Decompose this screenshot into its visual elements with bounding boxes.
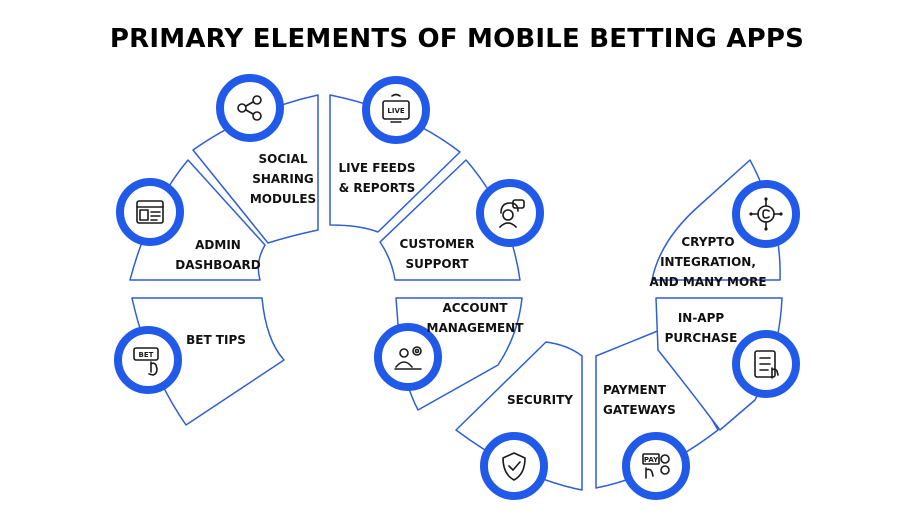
label-payment-line-1: PAYMENT bbox=[603, 383, 666, 397]
label-security: SECURITY bbox=[502, 390, 578, 410]
icon-circles bbox=[114, 74, 800, 500]
label-crypto-line-3: AND MANY MORE bbox=[649, 275, 767, 289]
label-live-line-2: & REPORTS bbox=[338, 181, 416, 195]
ring-live bbox=[362, 76, 430, 144]
bet-icon-label: BET bbox=[139, 351, 154, 359]
label-account-line-1: ACCOUNT bbox=[442, 301, 508, 315]
label-inapp: IN-APP PURCHASE bbox=[656, 308, 746, 348]
label-live: LIVE FEEDS & REPORTS bbox=[332, 158, 422, 198]
crypto-coin-icon bbox=[749, 197, 783, 231]
label-crypto-line-1: CRYPTO bbox=[681, 235, 735, 249]
payment-icon: PAY bbox=[642, 453, 670, 479]
label-support-line-2: SUPPORT bbox=[405, 257, 469, 271]
label-admin-line-2: DASHBOARD bbox=[175, 258, 261, 272]
label-support: CUSTOMER SUPPORT bbox=[392, 234, 482, 274]
label-crypto-line-2: INTEGRATION, bbox=[660, 255, 756, 269]
ring-social bbox=[216, 74, 284, 142]
label-social-line-3: MODULES bbox=[249, 192, 317, 206]
checklist-tap-icon bbox=[754, 350, 779, 379]
label-account: ACCOUNT MANAGEMENT bbox=[420, 298, 530, 338]
dashboard-icon bbox=[136, 200, 164, 224]
ring-account bbox=[374, 323, 442, 391]
label-live-line-1: LIVE FEEDS bbox=[338, 161, 416, 175]
label-payment-line-2: GATEWAYS bbox=[603, 403, 676, 417]
ring-crypto bbox=[732, 180, 800, 248]
bet-tap-icon: BET bbox=[133, 347, 159, 376]
label-social-line-2: SHARING bbox=[252, 172, 314, 186]
pay-icon-label: PAY bbox=[644, 456, 659, 464]
label-bettips: BET TIPS bbox=[176, 330, 256, 350]
label-security-line-1: SECURITY bbox=[507, 393, 573, 407]
label-payment: PAYMENT GATEWAYS bbox=[603, 380, 693, 420]
segment-inapp bbox=[655, 297, 783, 431]
shield-check-icon bbox=[502, 452, 526, 481]
segment-payment bbox=[595, 329, 719, 489]
segment-security bbox=[455, 341, 583, 491]
ring-payment bbox=[622, 432, 690, 500]
label-support-line-1: CUSTOMER bbox=[399, 237, 475, 251]
live-tv-icon: LIVE bbox=[382, 93, 410, 123]
label-bettips-line-1: BET TIPS bbox=[186, 333, 246, 347]
ring-admin bbox=[116, 178, 184, 246]
label-social: SOCIAL SHARING MODULES bbox=[236, 149, 330, 209]
page-title: PRIMARY ELEMENTS OF MOBILE BETTING APPS bbox=[109, 24, 805, 54]
label-crypto: CRYPTO INTEGRATION, AND MANY MORE bbox=[648, 232, 768, 292]
live-icon-label: LIVE bbox=[387, 107, 404, 115]
segments bbox=[129, 94, 783, 491]
share-network-icon bbox=[237, 95, 262, 121]
label-admin: ADMIN DASHBOARD bbox=[168, 235, 268, 275]
customer-support-icon bbox=[499, 199, 525, 228]
label-admin-line-1: ADMIN bbox=[195, 238, 241, 252]
label-inapp-line-1: IN-APP bbox=[677, 311, 725, 325]
ring-support bbox=[476, 179, 544, 247]
label-inapp-line-2: PURCHASE bbox=[664, 331, 738, 345]
label-social-line-1: SOCIAL bbox=[258, 152, 308, 166]
label-account-line-2: MANAGEMENT bbox=[426, 321, 524, 335]
account-management-icon bbox=[394, 346, 422, 370]
ring-security bbox=[480, 432, 548, 500]
